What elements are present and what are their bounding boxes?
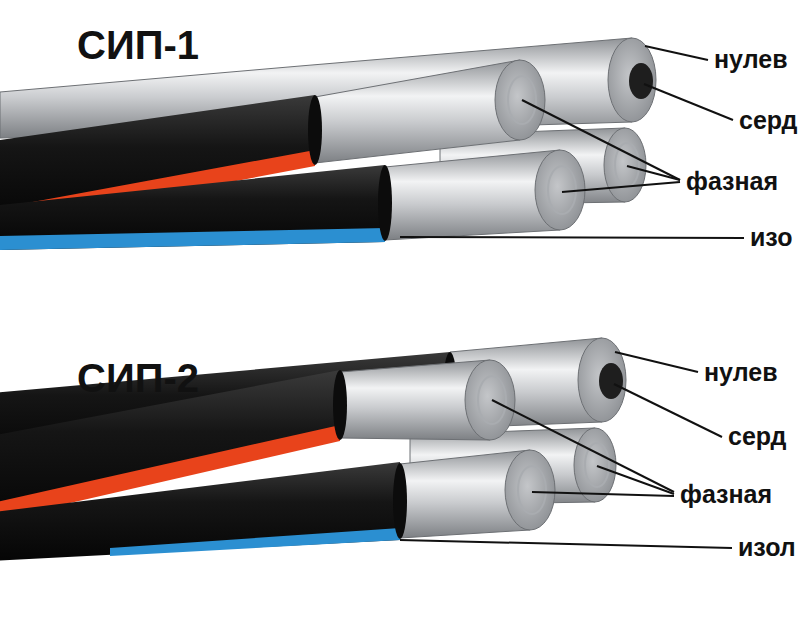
part-label: нулев: [712, 46, 790, 74]
part-label: серд: [726, 423, 788, 451]
leader-line: [492, 400, 674, 492]
steel-core: [599, 363, 623, 399]
phase-conductor: [385, 150, 560, 240]
insulation-end: [378, 165, 392, 241]
leader-line: [400, 46, 744, 238]
leader-line: [532, 492, 674, 496]
strand-ring: [548, 166, 576, 214]
leader-line: [400, 352, 732, 548]
leader-line: [562, 182, 680, 192]
part-label: изо: [748, 224, 794, 252]
conductor-end: [465, 360, 515, 440]
cable-title: СИП-2: [75, 356, 201, 400]
steel-core: [629, 63, 653, 99]
part-label: изол: [736, 534, 798, 562]
insulation: [0, 462, 400, 562]
insulation-end: [393, 463, 407, 539]
sip1-cable: [0, 38, 656, 250]
leader-line: [400, 540, 732, 548]
conductor-end: [604, 128, 646, 202]
phase-conductor: [315, 60, 520, 163]
conductor-end: [495, 60, 545, 140]
cable-title: СИП-1: [75, 23, 201, 67]
part-label: фазная: [678, 481, 774, 509]
sip2-cable: [0, 338, 626, 562]
conductor-end: [608, 38, 656, 122]
strand-ring: [518, 466, 546, 514]
leader-line: [627, 166, 680, 180]
leader-line: [522, 100, 680, 180]
leader-line: [644, 84, 733, 120]
insulation-end: [308, 95, 322, 165]
insulation-end: [333, 370, 347, 440]
leader-line: [597, 466, 674, 494]
conductor-end: [574, 428, 616, 502]
insulation: [0, 165, 385, 250]
blue-stripe: [110, 528, 400, 556]
conductor-end: [505, 450, 555, 530]
part-label: серд: [737, 107, 799, 135]
conductor-end: [578, 338, 626, 422]
blue-stripe: [0, 228, 385, 250]
leader-line: [615, 352, 698, 372]
leader-line: [645, 46, 708, 60]
leader-line: [400, 237, 744, 238]
leader-line: [614, 384, 722, 437]
part-label: нулев: [702, 359, 780, 387]
part-label: фазная: [684, 168, 780, 196]
